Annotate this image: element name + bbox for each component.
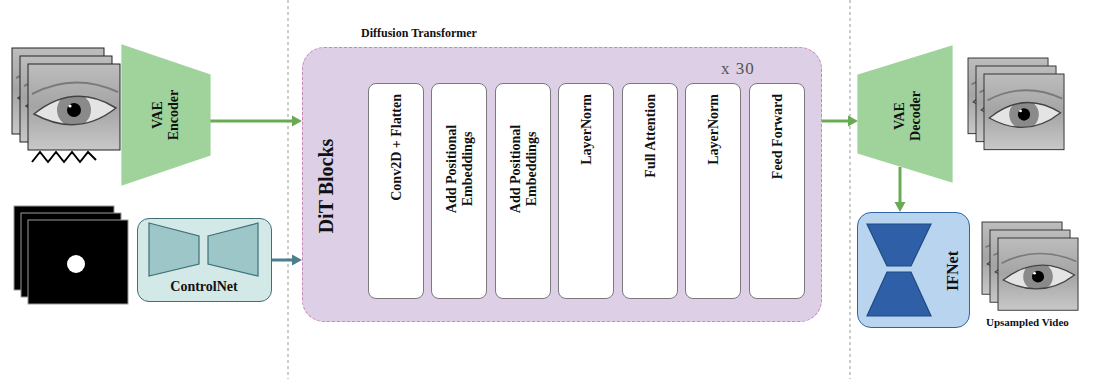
shape-part [858,46,952,182]
flow-arrow [895,167,906,212]
arrow-line [210,120,293,123]
dit-layer-box: Add Positional Embeddings [495,83,551,299]
dit-layer-box: Full Attention [622,83,678,299]
controlnet-label: ControlNet [138,279,270,295]
layer-label: Add Positional Embeddings [508,94,540,244]
ifnet-box: IFNet [857,212,970,328]
group-label: DiT Blocks [315,139,338,234]
shape-part [208,223,258,276]
repeat-count: x 30 [721,59,755,79]
arrow-line [822,120,849,123]
layer-label: LayerNorm [706,94,722,165]
flow-arrow [210,116,302,127]
separator [288,0,289,379]
vae-decoder: VAE Decoder [858,46,952,182]
dit-layer-box: LayerNorm [558,83,614,299]
text-rotator: IFNet [941,231,965,311]
layer-label: LayerNorm [579,94,595,165]
decoder-label: VAE Decoder [892,76,924,156]
vae-encoder: VAE Encoder [122,45,210,185]
separator [850,0,851,379]
text-rotator: Conv2D + Flatten [369,94,425,244]
dit-layer-box: Feed Forward [749,83,805,299]
signal-wave [32,152,96,162]
text-rotator: LayerNorm [686,94,742,244]
controlnet-box: ControlNet [137,218,272,302]
text-rotator: Add Positional Embeddings [496,94,552,244]
text-rotator: Full Attention [623,94,679,244]
ifnet-label: IFNet [944,251,962,291]
arrow-head [895,202,906,212]
text-rotator: Add Positional Embeddings [432,94,488,244]
arrow-head [292,116,302,127]
output-caption: Upsampled Video [986,316,1069,329]
dit-layer-box: LayerNorm [685,83,741,299]
input-frames [12,48,120,150]
arrow-line [272,259,293,262]
diffusion-transformer: Diffusion TransformerDiT Blocksx 30Conv2… [302,47,822,322]
mask-frames [14,206,128,304]
text-rotator: VAE Encoder [141,78,191,152]
flow-arrow [822,116,858,127]
flow-arrow [272,255,302,266]
shape-part [149,223,199,276]
arrow-head [292,255,302,266]
text-rotator: Feed Forward [750,94,806,244]
encoder-label: VAE Encoder [150,78,182,152]
shape-part [867,224,931,266]
shape-part [122,45,210,185]
arrow-head [848,116,858,127]
dit-layer-box: Add Positional Embeddings [431,83,487,299]
text-rotator: VAE Decoder [883,76,933,156]
layer-label: Full Attention [643,94,659,178]
layer-label: Conv2D + Flatten [389,94,405,201]
dit-layer-box: Conv2D + Flatten [368,83,424,299]
text-rotator: LayerNorm [559,94,615,244]
upsampled-frames [982,222,1078,310]
group-heading: Diffusion Transformer [361,27,477,41]
layer-label: Feed Forward [770,94,786,179]
layer-label: Add Positional Embeddings [444,94,476,244]
text-rotator: DiT Blocks [311,86,341,286]
decoded-frames [968,58,1064,150]
shape-part [867,272,931,316]
arrow-line [899,167,902,203]
